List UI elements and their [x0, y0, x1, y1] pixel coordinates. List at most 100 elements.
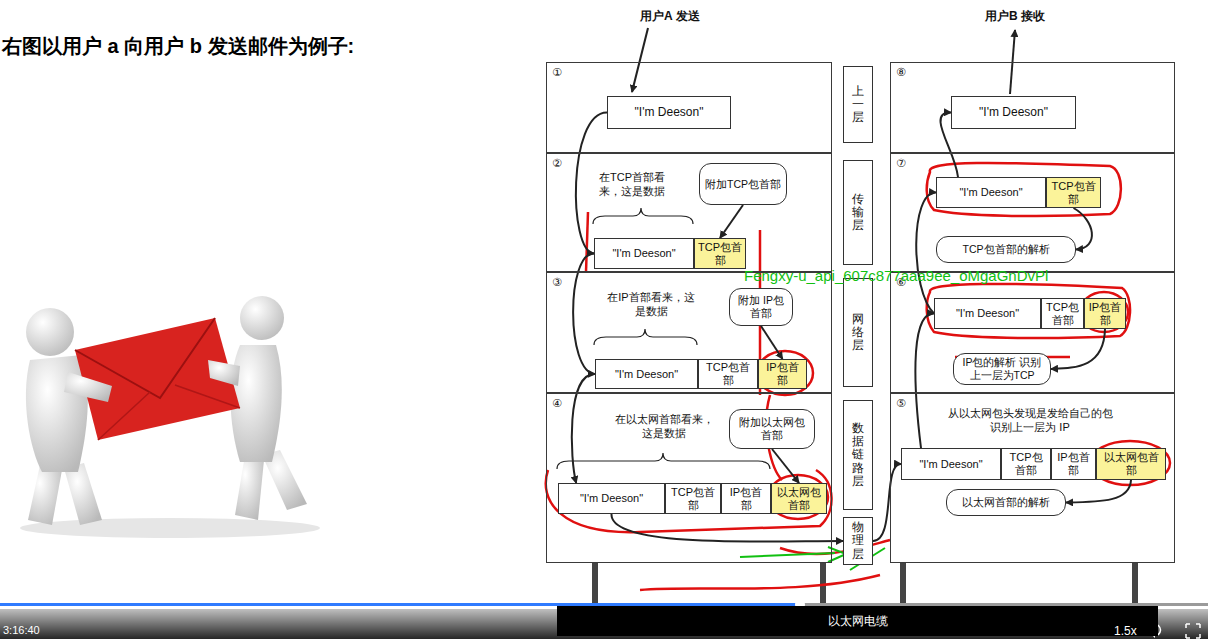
layer-band: 传输层: [843, 160, 873, 265]
node-text: "I'm Deeson": [615, 368, 678, 381]
flow-arrow: [611, 514, 843, 542]
slide-title: 右图以用户 a 向用户 b 发送邮件为例子:: [2, 33, 532, 60]
people-illustration: [75, 318, 240, 440]
layer-panel: ① "I'm Deeson": [546, 62, 832, 153]
data-box: "I'm Deeson": [607, 96, 731, 129]
step-number: ⑧: [896, 66, 906, 79]
red-annotation: [927, 284, 1130, 338]
packet-cell: "I'm Deeson": [901, 448, 1001, 480]
people-illustration: [26, 355, 88, 472]
packet-cell: IP包首部: [1051, 448, 1096, 480]
node-text: TCP包首部的解析: [963, 243, 1050, 256]
people-illustration: [26, 308, 74, 356]
layer-panel: ⑧ "I'm Deeson": [890, 62, 1175, 153]
layer-panel: ②在TCP首部看来，这是数据附加TCP包首部"I'm Deeson"TCP包首部: [546, 153, 832, 272]
frame-legs: [820, 563, 826, 603]
frame-legs: [900, 563, 906, 603]
note-bubble: 附加 IP包首部: [729, 288, 793, 326]
node-text: "I'm Deeson": [956, 307, 1019, 320]
packet-cell: "I'm Deeson": [934, 298, 1041, 329]
layer-band: 数据链路层: [843, 400, 873, 510]
people-illustration: [98, 385, 240, 440]
packet-cell: TCP包首部: [665, 483, 721, 514]
layer-panel: ④在以太网首部看来，这是数据附加以太网包首部"I'm Deeson"TCP包首部…: [546, 393, 832, 563]
frame-legs: [592, 563, 598, 603]
column-heading: 用户A 发送: [640, 8, 730, 25]
node-text: TCP包首部: [1045, 301, 1080, 326]
red-annotation: [1090, 441, 1170, 485]
node-text: "I'm Deeson": [919, 458, 982, 471]
user-arrow: [632, 28, 648, 92]
node-text: IP包首部: [725, 486, 767, 511]
node-text: 物理层: [852, 521, 864, 561]
people-illustration: [28, 465, 62, 525]
header-cell: 以太网包首部: [1096, 448, 1166, 480]
flow-arrow: [772, 449, 799, 483]
header-cell: IP包首部: [758, 359, 807, 389]
brace: [594, 329, 697, 345]
node-text: 数据链路层: [852, 422, 864, 488]
note-bubble: 以太网首部的解析: [946, 489, 1066, 516]
layer-band: 网络层: [843, 278, 873, 387]
video-controls: [1186, 624, 1200, 638]
step-number: ⑦: [896, 157, 906, 170]
node-text: 网络层: [852, 313, 864, 353]
header-cell: IP包首部: [1084, 298, 1126, 329]
layer-panel: ③ 在IP首部看来，这是数据 附加 IP包首部 "I'm Deeson" TCP包首部I…: [546, 272, 832, 393]
header-cell: TCP包首部: [694, 238, 746, 269]
node-text: 以太网包首部: [1100, 451, 1162, 476]
node-text: IP包的解析 识别上一层为TCP: [959, 356, 1045, 381]
people-illustration: [20, 518, 320, 538]
node-text: 附加以太网包首部: [735, 416, 809, 441]
node-text: TCP包首部: [669, 486, 717, 511]
red-annotation: [640, 575, 880, 590]
flow-arrow: [761, 326, 783, 359]
node-text: TCP包首部: [1005, 451, 1047, 476]
frame-legs: [1132, 563, 1138, 603]
packet-cell: "I'm Deeson": [595, 359, 698, 389]
header-cell: TCP包首部: [1046, 177, 1101, 208]
data-box: "I'm Deeson": [951, 96, 1076, 129]
layer-band: 物理层: [843, 517, 873, 565]
node-text: "I'm Deeson": [635, 106, 704, 120]
step-number: ⑤: [896, 397, 906, 410]
node-text: 以太网首部的解析: [962, 496, 1050, 509]
column-heading: 用户B 接收: [985, 8, 1075, 25]
red-annotation: [546, 163, 1170, 590]
step-number: ③: [552, 276, 562, 289]
step-number: ②: [552, 157, 562, 170]
packet-cell: TCP包首部: [1001, 448, 1051, 480]
node-text: TCP包首部: [698, 241, 742, 266]
video-time: 3:16:40: [3, 624, 73, 636]
flow-arrow: [1066, 480, 1131, 503]
node-text: 传输层: [852, 193, 864, 233]
panel-note: 在IP首部看来，这是数据: [605, 291, 697, 319]
watermark: Fengxy-u_api_607c877aaa9ee_oMgaGnDvPl: [744, 267, 1204, 285]
video-speed: 1.5x: [1114, 624, 1148, 638]
people-illustration: [208, 360, 240, 386]
node-text: "I'm Deeson": [580, 492, 643, 505]
layer-panel: ⑥"I'm Deeson"TCP包首部IP包首部IP包的解析 识别上一层为TCP: [890, 272, 1175, 393]
panel-note: 在以太网首部看来，这是数据: [613, 413, 715, 441]
node-text: 以太网电缆: [828, 613, 888, 630]
people-illustration: [64, 463, 102, 525]
node-text: IP包首部: [1088, 301, 1122, 326]
node-text: TCP包首部: [702, 361, 754, 386]
brace: [557, 453, 770, 469]
node-text: "I'm Deeson": [959, 186, 1022, 199]
people-illustration: [240, 296, 284, 340]
red-annotation: [586, 212, 588, 272]
node-text: 上一层: [852, 85, 864, 125]
flow-arrow: [1051, 329, 1105, 369]
flow-arrow: [572, 374, 595, 483]
video-controls: [0, 600, 1208, 639]
flow-arrow: [1074, 208, 1092, 250]
note-bubble: 附加以太网包首部: [729, 409, 815, 449]
step-number: ①: [552, 66, 562, 79]
packet-cell: TCP包首部: [1041, 298, 1084, 329]
packet-cell: IP包首部: [721, 483, 771, 514]
flow-arrow: [720, 205, 743, 238]
people-illustration: [20, 296, 320, 538]
note-bubble: 附加TCP包首部: [699, 163, 787, 205]
